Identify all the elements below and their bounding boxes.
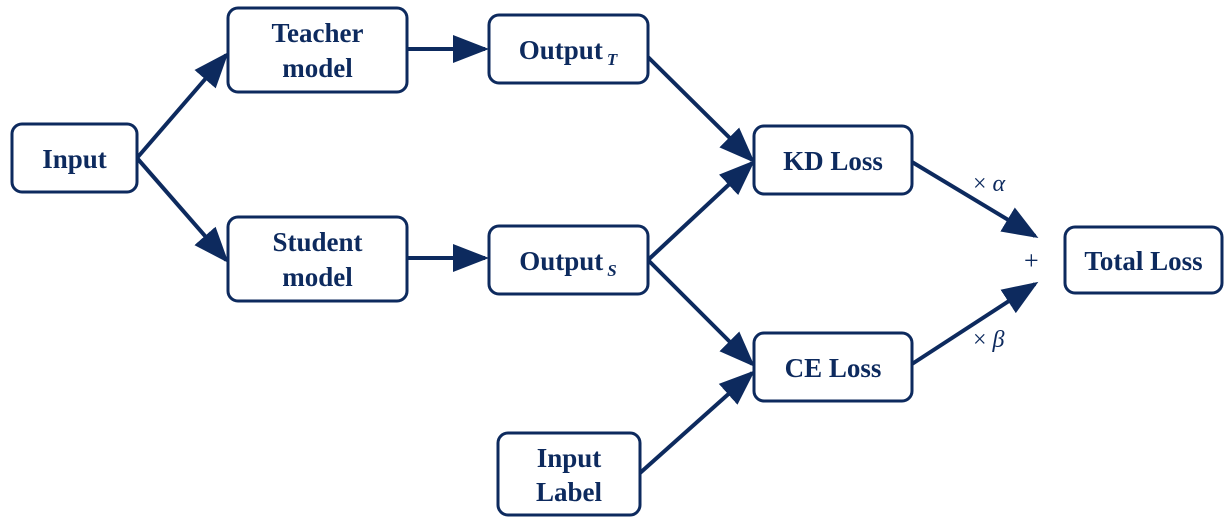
edge-input-student xyxy=(135,156,229,264)
input-label-node: Input Label xyxy=(496,431,642,517)
edge-output-t-kd xyxy=(646,55,755,163)
svg-text:model: model xyxy=(282,262,353,292)
beta-weight-label: ×β xyxy=(973,327,1005,353)
alpha-weight-label: ×α xyxy=(973,171,1006,197)
edge-kd-total xyxy=(910,160,1039,239)
total-loss-node: Total Loss xyxy=(1063,225,1224,295)
edge-input-teacher xyxy=(135,51,229,160)
student-model-node: Student model xyxy=(226,215,409,303)
teacher-model-node: Teacher model xyxy=(226,6,409,94)
svg-text:Student: Student xyxy=(272,227,362,257)
edge-output-s-ce xyxy=(646,258,755,367)
ce-loss-node: CE Loss xyxy=(752,331,914,403)
svg-text:Label: Label xyxy=(536,477,603,507)
svg-text:model: model xyxy=(282,53,353,83)
svg-text:Input: Input xyxy=(42,144,107,174)
svg-text:CE Loss: CE Loss xyxy=(785,353,882,383)
kd-loss-node: KD Loss xyxy=(752,124,914,196)
edge-ce-total xyxy=(910,281,1039,366)
edge-input-label-ce xyxy=(638,370,755,475)
svg-text:Input: Input xyxy=(537,443,602,473)
svg-text:Teacher: Teacher xyxy=(272,18,364,48)
edge-output-s-kd xyxy=(646,160,755,262)
sum-operator: + xyxy=(1024,246,1039,275)
svg-text:Total Loss: Total Loss xyxy=(1084,246,1202,276)
input-node: Input xyxy=(10,122,139,194)
svg-text:KD Loss: KD Loss xyxy=(783,146,883,176)
